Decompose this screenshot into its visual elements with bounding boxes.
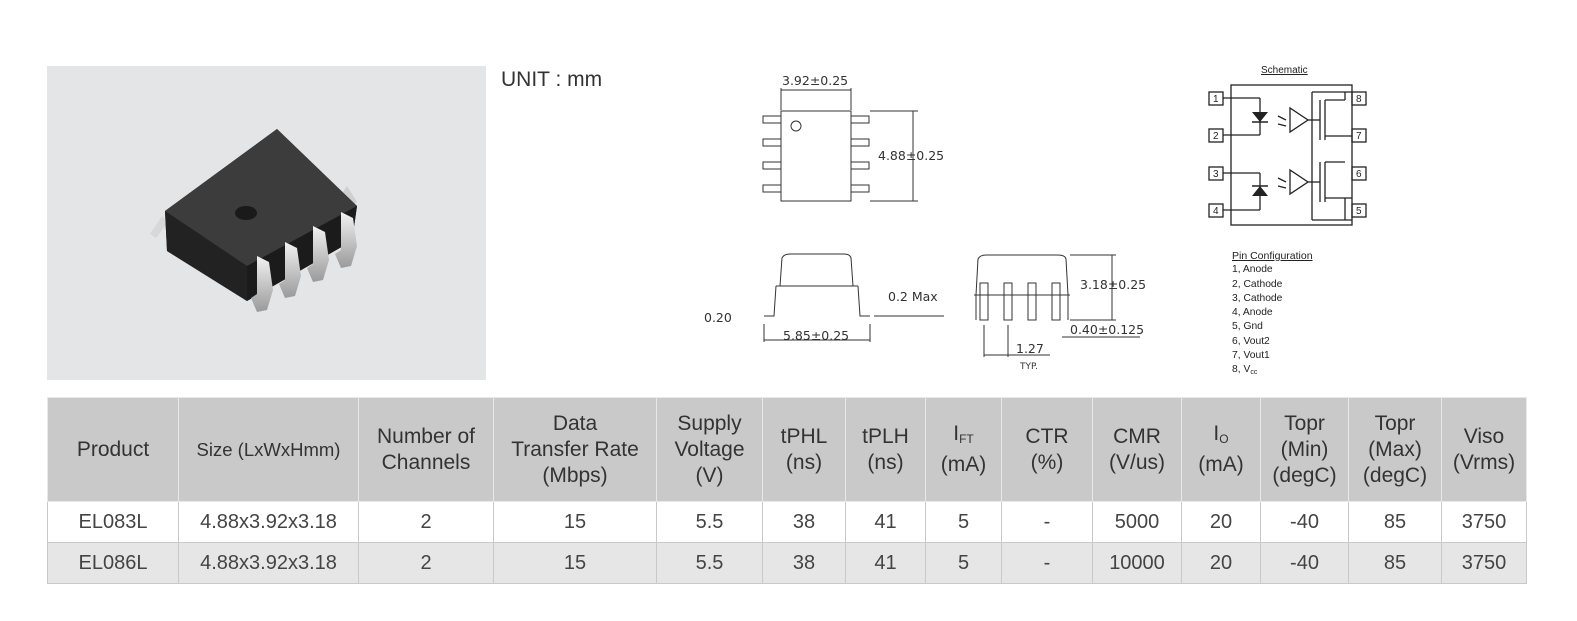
pin-item: 6, Vout2: [1232, 335, 1270, 347]
dim-pitch-note: TYP.: [1019, 362, 1038, 372]
table-cell: EL086L: [47, 542, 179, 584]
schematic-pin-5: 5: [1356, 206, 1362, 217]
schematic-diagram: Schematic 1 2 3 4 8 7 6 5: [1208, 65, 1367, 226]
table-cell: 38: [762, 542, 846, 584]
table-cell: 10000: [1092, 542, 1182, 584]
table-cell: 5.5: [656, 501, 763, 543]
column-header: CTR(%): [1001, 397, 1093, 502]
schematic-pin-6: 6: [1356, 169, 1362, 180]
pin-item: 1, Anode: [1232, 264, 1273, 276]
schematic-pin-4: 4: [1213, 206, 1219, 217]
dim-lead-max: 0.2 Max: [888, 289, 938, 304]
pin-configuration-title: Pin Configuration: [1232, 250, 1313, 262]
dim-body-span: 5.85±0.25: [783, 328, 849, 343]
schematic-title: Schematic: [1261, 65, 1308, 76]
pin-item: 7, Vout1: [1232, 350, 1270, 362]
column-header: Viso(Vrms): [1441, 397, 1527, 502]
table-cell: 38: [762, 501, 846, 543]
table-cell: 85: [1348, 542, 1442, 584]
column-header: Product: [47, 397, 179, 502]
pin-item: 4, Anode: [1232, 307, 1273, 319]
table-cell: 4.88x3.92x3.18: [178, 501, 359, 543]
table-cell: 85: [1348, 501, 1442, 543]
pin-item: 8, Vcc: [1232, 364, 1258, 377]
table-cell: 20: [1181, 501, 1261, 543]
table-cell: 5: [925, 542, 1002, 584]
table-cell: -40: [1260, 501, 1349, 543]
schematic-pin-2: 2: [1213, 131, 1219, 142]
table-cell: EL083L: [47, 501, 179, 543]
table-cell: 5: [925, 501, 1002, 543]
table-cell: 2: [358, 501, 494, 543]
column-header: Topr(Min)(degC): [1260, 397, 1349, 502]
column-header: tPLH(ns): [845, 397, 926, 502]
schematic-pin-7: 7: [1356, 131, 1362, 142]
table-cell: 4.88x3.92x3.18: [178, 542, 359, 584]
table-cell: 5000: [1092, 501, 1182, 543]
table-cell: 15: [493, 501, 657, 543]
table-cell: 2: [358, 542, 494, 584]
table-cell: -: [1001, 501, 1093, 543]
schematic-pin-8: 8: [1356, 94, 1362, 105]
table-cell: 3750: [1441, 501, 1527, 543]
unit-label: UNIT : mm: [501, 68, 603, 91]
table-cell: 20: [1181, 542, 1261, 584]
schematic-pin-3: 3: [1213, 169, 1219, 180]
column-header: Topr(Max)(degC): [1348, 397, 1442, 502]
table-cell: 15: [493, 542, 657, 584]
dim-body-height: 3.18±0.25: [1080, 277, 1146, 292]
dim-top-height: 4.88±0.25: [878, 148, 944, 163]
table-cell: -: [1001, 542, 1093, 584]
dim-top-width: 3.92±0.25: [782, 73, 848, 88]
column-header: Size (LxWxHmm): [178, 397, 359, 502]
pin-configuration: Pin Configuration 1, Anode 2, Cathode 3,…: [1232, 249, 1313, 381]
pin-item: 2, Cathode: [1232, 278, 1283, 290]
dim-lead-width: 0.40±0.125: [1070, 322, 1144, 337]
column-header: tPHL(ns): [762, 397, 846, 502]
dim-pitch: 1.27: [1016, 341, 1044, 356]
column-header: IO(mA): [1181, 397, 1261, 502]
column-header: CMR(V/us): [1092, 397, 1182, 502]
column-header: IFT(mA): [925, 397, 1002, 502]
pin-item: 3, Cathode: [1232, 292, 1283, 304]
product-photo: [47, 66, 486, 380]
table-cell: 3750: [1441, 542, 1527, 584]
table-cell: -40: [1260, 542, 1349, 584]
table-cell: 41: [845, 501, 926, 543]
dim-lead-thickness: 0.20: [704, 310, 732, 325]
table-cell: 41: [845, 542, 926, 584]
pin-item: 5, Gnd: [1232, 321, 1263, 333]
package-dimension-drawing: 3.92±0.25 4.88±0.25 0.20 0.2 Max 5.85±0.…: [704, 73, 944, 343]
table-cell: 5.5: [656, 542, 763, 584]
schematic-pin-1: 1: [1213, 94, 1219, 105]
end-view-drawing: 3.18±0.25 0.40±0.125 1.27 TYP.: [974, 254, 1146, 372]
